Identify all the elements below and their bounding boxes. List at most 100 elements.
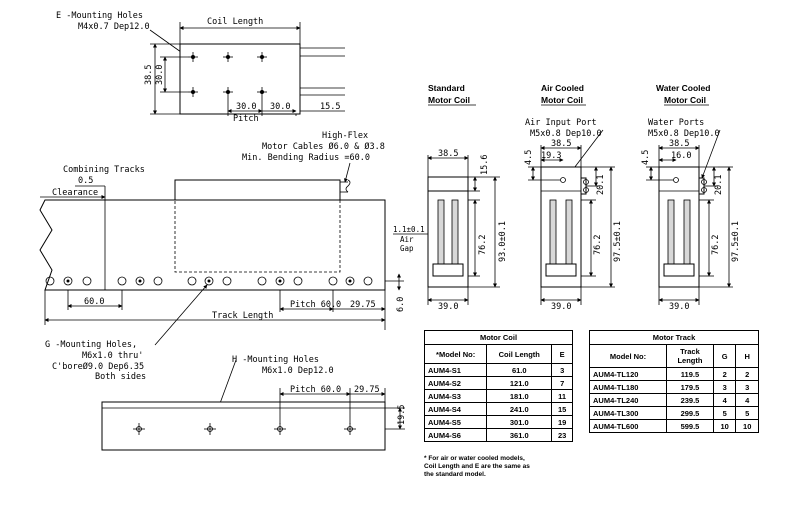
air-port-height: 20.1 — [596, 175, 606, 195]
dim-38-5-vertical: 38.5 — [144, 65, 154, 85]
water-title2: Motor Coil — [664, 95, 706, 105]
motor-coil-table: Motor Coil *Model No: Coil Length E AUM4… — [423, 330, 573, 442]
h-holes-label: H -Mounting Holes — [232, 355, 319, 365]
track-g-cell: 10 — [712, 419, 737, 433]
air-left-dim: 4.5 — [524, 150, 534, 165]
side-view: High-Flex Motor Cables Ø6.0 & Ø3.8 Min. … — [39, 131, 406, 426]
track-h-cell: 2 — [735, 367, 759, 381]
standard-height-total: 93.0±0.1 — [498, 221, 508, 262]
pitch-dim-b: 30.0 — [270, 102, 290, 112]
track-header-g: G — [712, 344, 737, 368]
coil-note-line2: Coil Length and E are the same as — [424, 463, 530, 470]
track-model-cell: AUM4-TL120 — [589, 367, 667, 381]
water-height-total: 97.5±0.1 — [731, 221, 741, 262]
air-port-label: Air Input Port — [525, 118, 597, 128]
coil-table-note: * For air or water cooled models, Coil L… — [424, 455, 530, 479]
side-pitch-60: Pitch 60.0 — [290, 300, 341, 310]
e-holes-label: E -Mounting Holes — [56, 11, 143, 21]
air-title1: Air Cooled — [541, 83, 584, 93]
standard-title1: Standard — [428, 83, 465, 93]
clearance-label: Clearance — [52, 188, 98, 198]
coil-body — [174, 179, 341, 201]
air-height-total: 97.5±0.1 — [613, 221, 623, 262]
track-g-cell: 2 — [712, 367, 737, 381]
water-port-label: Water Ports — [648, 118, 704, 128]
track-g-cell: 5 — [712, 406, 737, 420]
coil-e-cell: 19 — [551, 415, 573, 429]
coil-e-cell: 23 — [551, 428, 573, 442]
track-header-h: H — [735, 344, 759, 368]
coil-e-cell: 11 — [551, 389, 573, 403]
water-offset: 16.0 — [671, 151, 691, 161]
g-holes-line4: Both sides — [95, 372, 146, 382]
dim-19-5: 19.5 — [397, 405, 407, 425]
coil-length-cell: 361.0 — [486, 428, 553, 442]
dim-60: 60.0 — [84, 297, 104, 307]
track-length-cell: 179.5 — [665, 380, 714, 394]
motor-track-table-title: Motor Track — [589, 330, 759, 345]
track-model-cell: AUM4-TL180 — [589, 380, 667, 394]
track-g-cell: 3 — [712, 380, 737, 394]
combining-tracks-label: Combining Tracks — [63, 165, 145, 175]
track-h-cell: 5 — [735, 406, 759, 420]
track-g-cell: 4 — [712, 393, 737, 407]
standard-top-height: 15.6 — [480, 155, 490, 175]
air-gap-label2: Gap — [400, 244, 414, 253]
pitch-dim-a: 30.0 — [236, 102, 256, 112]
g-holes-line1: G -Mounting Holes, — [45, 340, 137, 350]
cables-line2: Motor Cables Ø6.0 & Ø3.8 — [262, 141, 385, 152]
side-dim-29-75: 29.75 — [350, 300, 376, 310]
dim-15-5: 15.5 — [320, 102, 340, 112]
e-mounting-holes — [188, 52, 267, 97]
air-height-inner: 76.2 — [593, 235, 603, 255]
track-header-model: Model No: — [589, 344, 667, 368]
track-h-cell: 4 — [735, 393, 759, 407]
coil-top-outline — [179, 43, 301, 115]
coil-header-e: E — [551, 344, 573, 364]
track-length-cell: 299.5 — [665, 406, 714, 420]
coil-model-cell: AUM4-S5 — [423, 415, 488, 429]
track-h-cell: 10 — [735, 419, 759, 433]
bottom-pitch-60: Pitch 60.0 — [290, 385, 341, 395]
air-top-width: 38.5 — [551, 139, 571, 149]
water-bottom-width: 39.0 — [669, 302, 689, 312]
cables-line3: Min. Bending Radius =60.0 — [242, 153, 370, 163]
standard-top-width: 38.5 — [438, 149, 458, 159]
coil-length-cell: 181.0 — [486, 389, 553, 403]
standard-height-inner: 76.2 — [478, 235, 488, 255]
coil-length-cell: 241.0 — [486, 402, 553, 416]
air-gap-value: 1.1±0.1 — [393, 225, 425, 234]
track-top-outline — [101, 401, 386, 451]
g-holes-line3: C'boreØ9.0 Dep6.35 — [52, 361, 144, 372]
air-gap-label1: Air — [400, 235, 414, 244]
air-bottom-width: 39.0 — [551, 302, 571, 312]
coil-length-cell: 61.0 — [486, 363, 553, 377]
track-bottom-view: Pitch 60.0 29.75 19.5 — [101, 385, 407, 451]
cables-line1: High-Flex — [322, 131, 368, 141]
dim-6: 6.0 — [396, 297, 406, 312]
track-length-label: Track Length — [212, 311, 273, 321]
coil-model-cell: AUM4-S2 — [423, 376, 488, 390]
standard-title2: Motor Coil — [428, 95, 470, 105]
air-cooled-section: Air Cooled Motor Coil Air Input Port M5x… — [524, 83, 623, 312]
water-port-height: 20.1 — [714, 175, 724, 195]
water-cooled-section: Water Cooled Motor Coil Water Ports M5x0… — [641, 83, 741, 312]
e-holes-spec: M4x0.7 Dep12.0 — [78, 22, 150, 32]
h-holes-spec: M6x1.0 Dep12.0 — [262, 366, 334, 376]
dim-30-vertical: 30.0 — [155, 65, 165, 85]
air-title2: Motor Coil — [541, 95, 583, 105]
track-model-cell: AUM4-TL240 — [589, 393, 667, 407]
coil-note-line3: the standard model. — [424, 471, 486, 478]
g-mounting-holes — [45, 276, 373, 286]
air-port-spec: M5x0.8 Dep10.0 — [530, 129, 602, 139]
